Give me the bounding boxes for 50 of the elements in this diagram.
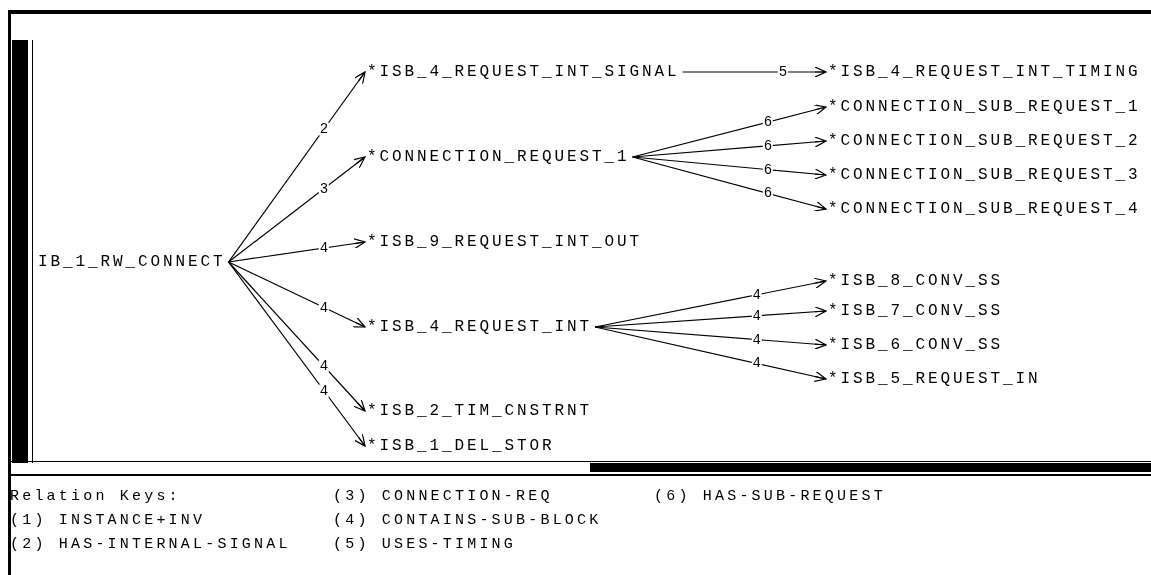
node-label: *ISB_8_CONV_SS [828, 272, 1004, 290]
edge-label: 6 [762, 186, 774, 200]
relation-key-text: (1) INSTANCE+INV [10, 512, 206, 530]
node-label: *ISB_6_CONV_SS [828, 336, 1004, 354]
arrow [227, 261, 366, 328]
node-label: *ISB_4_REQUEST_INT_SIGNAL [367, 63, 680, 81]
node-label: *ISB_4_REQUEST_INT [367, 318, 593, 336]
edge-label: 2 [318, 122, 330, 136]
edge-label: 4 [318, 359, 330, 373]
arrow [227, 71, 366, 263]
edge-label: 4 [318, 384, 330, 398]
node-label: *CONNECTION_SUB_REQUEST_3 [828, 166, 1141, 184]
edge-label: 6 [762, 115, 774, 129]
arrow [227, 261, 366, 447]
relation-key-text: Relation Keys: [10, 488, 181, 506]
node-label: *ISB_4_REQUEST_INT_TIMING [828, 63, 1141, 81]
arrow [227, 156, 366, 263]
relation-key-text: (2) HAS-INTERNAL-SIGNAL [10, 536, 291, 554]
arrow [681, 66, 827, 78]
relation-key-text: (5) USES-TIMING [333, 536, 517, 554]
edge-label: 4 [751, 309, 762, 323]
edge-label: 4 [318, 301, 330, 314]
node-label: IB_1_RW_CONNECT [38, 253, 226, 271]
edge-label: 5 [777, 65, 789, 79]
node-label: *ISB_7_CONV_SS [828, 302, 1004, 320]
arrow [631, 136, 827, 158]
edge-label: 4 [751, 288, 762, 302]
arrow [227, 238, 366, 263]
relation-key-text: (6) HAS-SUB-REQUEST [654, 488, 886, 506]
edge-label: 4 [751, 356, 762, 370]
node-label: *CONNECTION_SUB_REQUEST_1 [828, 98, 1141, 116]
node-label: *ISB_2_TIM_CNSTRNT [367, 402, 593, 420]
arrow [594, 306, 827, 328]
arrow [227, 261, 366, 412]
relation-key-text: (4) CONTAINS-SUB-BLOCK [333, 512, 602, 530]
node-label: *ISB_1_DEL_STOR [367, 437, 555, 455]
node-label: *ISB_5_REQUEST_IN [828, 370, 1041, 388]
edge-label: 4 [751, 333, 762, 347]
arrow [631, 156, 827, 212]
node-label: *CONNECTION_REQUEST_1 [367, 148, 630, 166]
arrow [631, 156, 827, 180]
edge-label: 4 [318, 241, 330, 255]
edge-label: 6 [762, 139, 774, 153]
edge-label: 6 [762, 163, 774, 177]
node-label: *CONNECTION_SUB_REQUEST_2 [828, 132, 1141, 150]
edge-label: 3 [318, 182, 330, 195]
relation-key-text: (3) CONNECTION-REQ [333, 488, 553, 506]
node-label: *CONNECTION_SUB_REQUEST_4 [828, 200, 1141, 218]
node-label: *ISB_9_REQUEST_INT_OUT [367, 233, 643, 251]
arrow [594, 326, 827, 383]
